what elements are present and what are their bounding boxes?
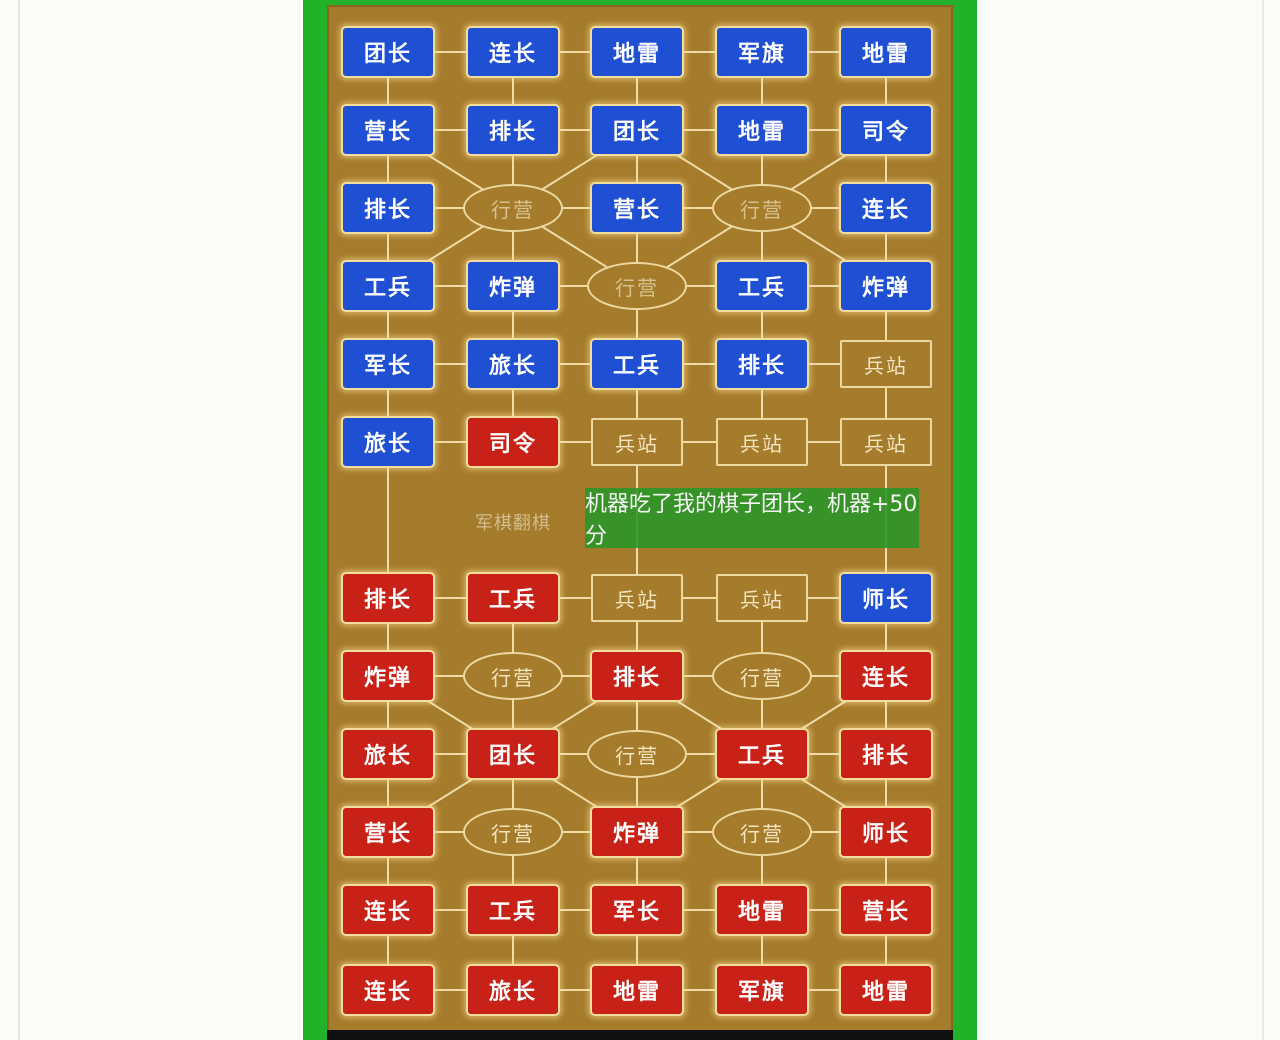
red-piece[interactable]: 连长 xyxy=(341,884,435,936)
red-piece[interactable]: 师长 xyxy=(839,806,933,858)
station-slot[interactable]: 兵站 xyxy=(591,574,683,622)
red-piece[interactable]: 排长 xyxy=(839,728,933,780)
camp-slot[interactable]: 行营 xyxy=(463,184,563,232)
blue-piece[interactable]: 工兵 xyxy=(590,338,684,390)
blue-piece[interactable]: 炸弹 xyxy=(466,260,560,312)
red-piece[interactable]: 工兵 xyxy=(466,884,560,936)
red-piece[interactable]: 炸弹 xyxy=(590,806,684,858)
blue-piece[interactable]: 排长 xyxy=(715,338,809,390)
station-slot[interactable]: 兵站 xyxy=(591,418,683,466)
blue-piece[interactable]: 旅长 xyxy=(341,416,435,468)
blue-piece[interactable]: 连长 xyxy=(466,26,560,78)
capture-toast: 机器吃了我的棋子团长，机器+50分 xyxy=(585,488,919,549)
red-piece[interactable]: 团长 xyxy=(466,728,560,780)
blue-piece[interactable]: 排长 xyxy=(341,182,435,234)
blue-piece[interactable]: 连长 xyxy=(839,182,933,234)
left-margin-line xyxy=(18,0,20,1040)
right-margin-line xyxy=(1262,0,1264,1040)
station-slot[interactable]: 兵站 xyxy=(840,418,932,466)
blue-piece[interactable]: 军长 xyxy=(341,338,435,390)
red-piece[interactable]: 地雷 xyxy=(590,964,684,1016)
camp-slot[interactable]: 行营 xyxy=(587,262,687,310)
red-piece[interactable]: 旅长 xyxy=(466,964,560,1016)
red-piece[interactable]: 排长 xyxy=(590,650,684,702)
red-piece[interactable]: 营长 xyxy=(839,884,933,936)
blue-piece[interactable]: 营长 xyxy=(590,182,684,234)
blue-piece[interactable]: 地雷 xyxy=(590,26,684,78)
station-slot[interactable]: 兵站 xyxy=(716,574,808,622)
red-piece[interactable]: 工兵 xyxy=(715,728,809,780)
station-slot[interactable]: 兵站 xyxy=(840,340,932,388)
red-piece[interactable]: 军旗 xyxy=(715,964,809,1016)
blue-piece[interactable]: 地雷 xyxy=(839,26,933,78)
blue-piece[interactable]: 团长 xyxy=(341,26,435,78)
blue-piece[interactable]: 司令 xyxy=(839,104,933,156)
blue-piece[interactable]: 旅长 xyxy=(466,338,560,390)
red-piece[interactable]: 营长 xyxy=(341,806,435,858)
bottom-edge-bar xyxy=(327,1030,953,1040)
red-piece[interactable]: 炸弹 xyxy=(341,650,435,702)
blue-piece[interactable]: 地雷 xyxy=(715,104,809,156)
blue-piece[interactable]: 团长 xyxy=(590,104,684,156)
camp-slot[interactable]: 行营 xyxy=(712,184,812,232)
red-piece[interactable]: 排长 xyxy=(341,572,435,624)
station-slot[interactable]: 兵站 xyxy=(716,418,808,466)
blue-piece[interactable]: 营长 xyxy=(341,104,435,156)
camp-slot[interactable]: 行营 xyxy=(587,730,687,778)
blue-piece[interactable]: 工兵 xyxy=(341,260,435,312)
blue-piece[interactable]: 排长 xyxy=(466,104,560,156)
camp-slot[interactable]: 行营 xyxy=(712,808,812,856)
red-piece[interactable]: 连长 xyxy=(341,964,435,1016)
blue-piece[interactable]: 军旗 xyxy=(715,26,809,78)
game-board: 团长连长地雷军旗地雷营长排长团长地雷司令排长行营营长行营连长工兵炸弹行营工兵炸弹… xyxy=(327,5,953,1035)
faint-board-label: 军棋翻棋 xyxy=(475,513,551,534)
blue-piece[interactable]: 师长 xyxy=(839,572,933,624)
blue-piece[interactable]: 炸弹 xyxy=(839,260,933,312)
red-piece[interactable]: 司令 xyxy=(466,416,560,468)
red-piece[interactable]: 地雷 xyxy=(715,884,809,936)
blue-piece[interactable]: 工兵 xyxy=(715,260,809,312)
camp-slot[interactable]: 行营 xyxy=(463,652,563,700)
red-piece[interactable]: 地雷 xyxy=(839,964,933,1016)
red-piece[interactable]: 军长 xyxy=(590,884,684,936)
camp-slot[interactable]: 行营 xyxy=(712,652,812,700)
red-piece[interactable]: 旅长 xyxy=(341,728,435,780)
red-piece[interactable]: 工兵 xyxy=(466,572,560,624)
camp-slot[interactable]: 行营 xyxy=(463,808,563,856)
red-piece[interactable]: 连长 xyxy=(839,650,933,702)
